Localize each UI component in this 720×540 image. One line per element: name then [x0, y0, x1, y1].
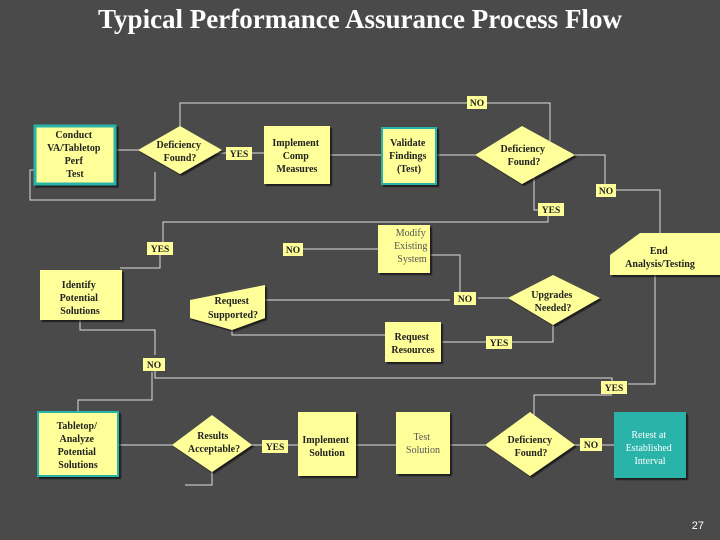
label-no-left2: NO: [143, 358, 165, 371]
svg-text:YES: YES: [605, 384, 623, 394]
label-no-def3: NO: [580, 438, 602, 451]
node-implement-solution-text: Implement Solution: [302, 435, 351, 459]
node-implement-comp-box: [264, 126, 330, 184]
label-no-mid: NO: [283, 243, 303, 256]
node-test-solution-box: [396, 412, 450, 474]
svg-text:NO: NO: [470, 99, 484, 109]
line-modify-no: [430, 254, 461, 296]
node-deficiency2-text: Deficiency Found?: [501, 144, 548, 168]
node-upgrades-diamond: [508, 275, 600, 325]
svg-text:NO: NO: [458, 295, 472, 305]
node-end-text: End Analysis/Testing: [625, 246, 695, 270]
line-yes-identify: [120, 252, 161, 269]
label-yes-def2: YES: [538, 203, 564, 216]
line-def2-no-end: [575, 154, 661, 235]
label-yes-upgrades: YES: [486, 336, 512, 349]
node-request-supported-shape: [190, 285, 265, 330]
node-test-solution-text: Test Solution: [406, 432, 440, 456]
line-no-tabletop: [77, 372, 153, 412]
label-no-def2: NO: [596, 184, 616, 197]
line-yes-row: [162, 210, 549, 242]
node-conduct-box: [33, 124, 117, 186]
label-no-upgrades: NO: [454, 292, 476, 305]
line-no-row: [154, 368, 613, 385]
label-yes-results: YES: [262, 440, 288, 453]
node-validate-box: [381, 127, 437, 185]
node-conduct-text: Conduct VA/Tabletop Perf Test: [47, 130, 103, 180]
label-yes-left: YES: [147, 242, 173, 255]
svg-text:NO: NO: [599, 187, 613, 197]
node-tabletop-box: [37, 411, 119, 477]
page-title: Typical Performance Assurance Process Fl…: [98, 4, 622, 34]
label-yes-right2: YES: [601, 381, 627, 394]
line-conduct-loop: [29, 169, 156, 201]
svg-text:YES: YES: [151, 245, 169, 255]
node-deficiency3-text: Deficiency Found?: [508, 435, 555, 459]
svg-text:YES: YES: [542, 206, 560, 216]
line-def3-up: [533, 394, 612, 420]
node-deficiency2-diamond: [475, 126, 575, 184]
label-no-top: NO: [467, 96, 487, 109]
node-identify-box: [40, 270, 122, 320]
node-deficiency3-diamond: [485, 412, 575, 476]
node-validate-text: Validate Findings (Test): [389, 138, 429, 175]
node-tabletop-text: Tabletop/ Analyze Potential Solutions: [57, 421, 100, 471]
svg-text:NO: NO: [147, 361, 161, 371]
svg-text:YES: YES: [490, 339, 508, 349]
node-retest-text: Retest at Established Interval: [626, 430, 675, 467]
line-identify-down: [79, 318, 156, 355]
line-yes-end: [628, 272, 656, 385]
svg-text:NO: NO: [584, 441, 598, 451]
page-number: 27: [691, 520, 704, 532]
svg-text:NO: NO: [286, 246, 300, 256]
node-identify-text: Identify Potential Solutions: [60, 280, 101, 317]
label-yes-def1: YES: [226, 147, 252, 160]
node-upgrades-text: Upgrades Needed?: [531, 290, 575, 314]
line-upgrades-yes: [510, 325, 554, 343]
svg-text:YES: YES: [266, 443, 284, 453]
node-retest-box: [614, 412, 686, 478]
node-results-diamond: [172, 415, 252, 472]
node-request-supported-text: Request Supported?: [208, 296, 258, 321]
node-request-resources-text: Request Resources: [391, 332, 434, 356]
node-end-box: [610, 233, 720, 275]
line-results-loop: [185, 470, 213, 486]
node-deficiency1-text: Deficiency Found?: [157, 140, 204, 164]
node-implement-comp-text: Implement Comp Measures: [272, 138, 321, 175]
node-implement-solution-box: [298, 412, 356, 476]
node-modify-text: Modify Existing System: [394, 228, 430, 265]
line-no-top: [179, 102, 551, 141]
node-modify-box: [378, 225, 430, 273]
node-results-text: Results Acceptable?: [188, 431, 240, 455]
node-deficiency1-diamond: [138, 126, 222, 174]
svg-text:YES: YES: [230, 150, 248, 160]
node-request-resources-box: [385, 322, 441, 362]
